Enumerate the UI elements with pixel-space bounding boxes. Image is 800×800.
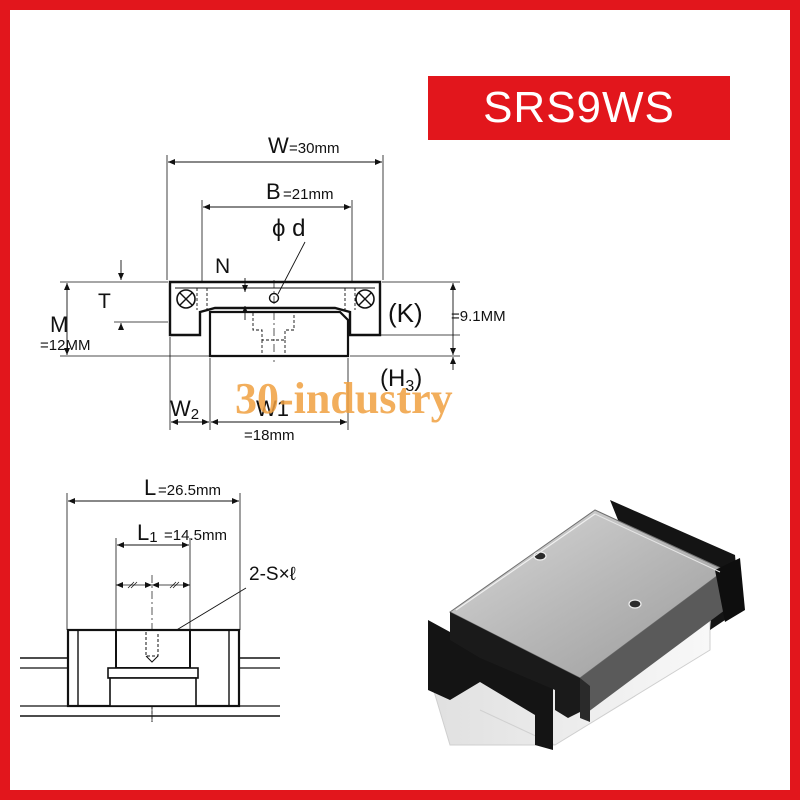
l-letter: L (144, 475, 156, 500)
rail-outline (208, 310, 350, 358)
d-leader (277, 241, 306, 295)
w-value: =30mm (289, 140, 339, 157)
b-value: =21mm (283, 186, 333, 203)
t-label: T (98, 290, 111, 313)
side-view (20, 493, 280, 722)
s-label: 2-S×ℓ (249, 564, 296, 585)
w2-label: W2 (170, 396, 199, 423)
drawing-panel: W =30mm B =21mm ϕ d N T M =12MM (K) =9.1… (10, 10, 790, 790)
k-label: (K) (388, 298, 423, 328)
model-title: SRS9WS (483, 83, 675, 132)
screw-left-icon (176, 289, 196, 309)
l1-letter: L1 (137, 520, 158, 546)
w-letter: W (268, 133, 289, 158)
k-value: =9.1MM (451, 308, 506, 325)
m-label: M (50, 312, 68, 337)
technical-drawing: W =30mm B =21mm ϕ d N T M =12MM (K) =9.1… (20, 133, 745, 750)
mount-hole-2-icon (628, 599, 642, 609)
block-outline (168, 280, 382, 337)
mount-hole-1-icon (533, 551, 547, 561)
b-letter: B (266, 179, 281, 204)
w1-label: W1 (256, 396, 289, 421)
section-view (60, 155, 460, 430)
w1-value: =18mm (244, 427, 294, 444)
m-value: =12MM (40, 337, 90, 354)
product-render (428, 500, 745, 750)
l1-value: =14.5mm (164, 527, 227, 544)
n-label: N (215, 255, 230, 278)
screw-right-icon (355, 289, 375, 309)
d-label: ϕ d (272, 215, 305, 242)
h3-label: (H3) (380, 365, 422, 395)
l-value: =26.5mm (158, 482, 221, 499)
watermark-text: 30-industry (235, 374, 453, 423)
model-title-box: SRS9WS (428, 76, 730, 140)
